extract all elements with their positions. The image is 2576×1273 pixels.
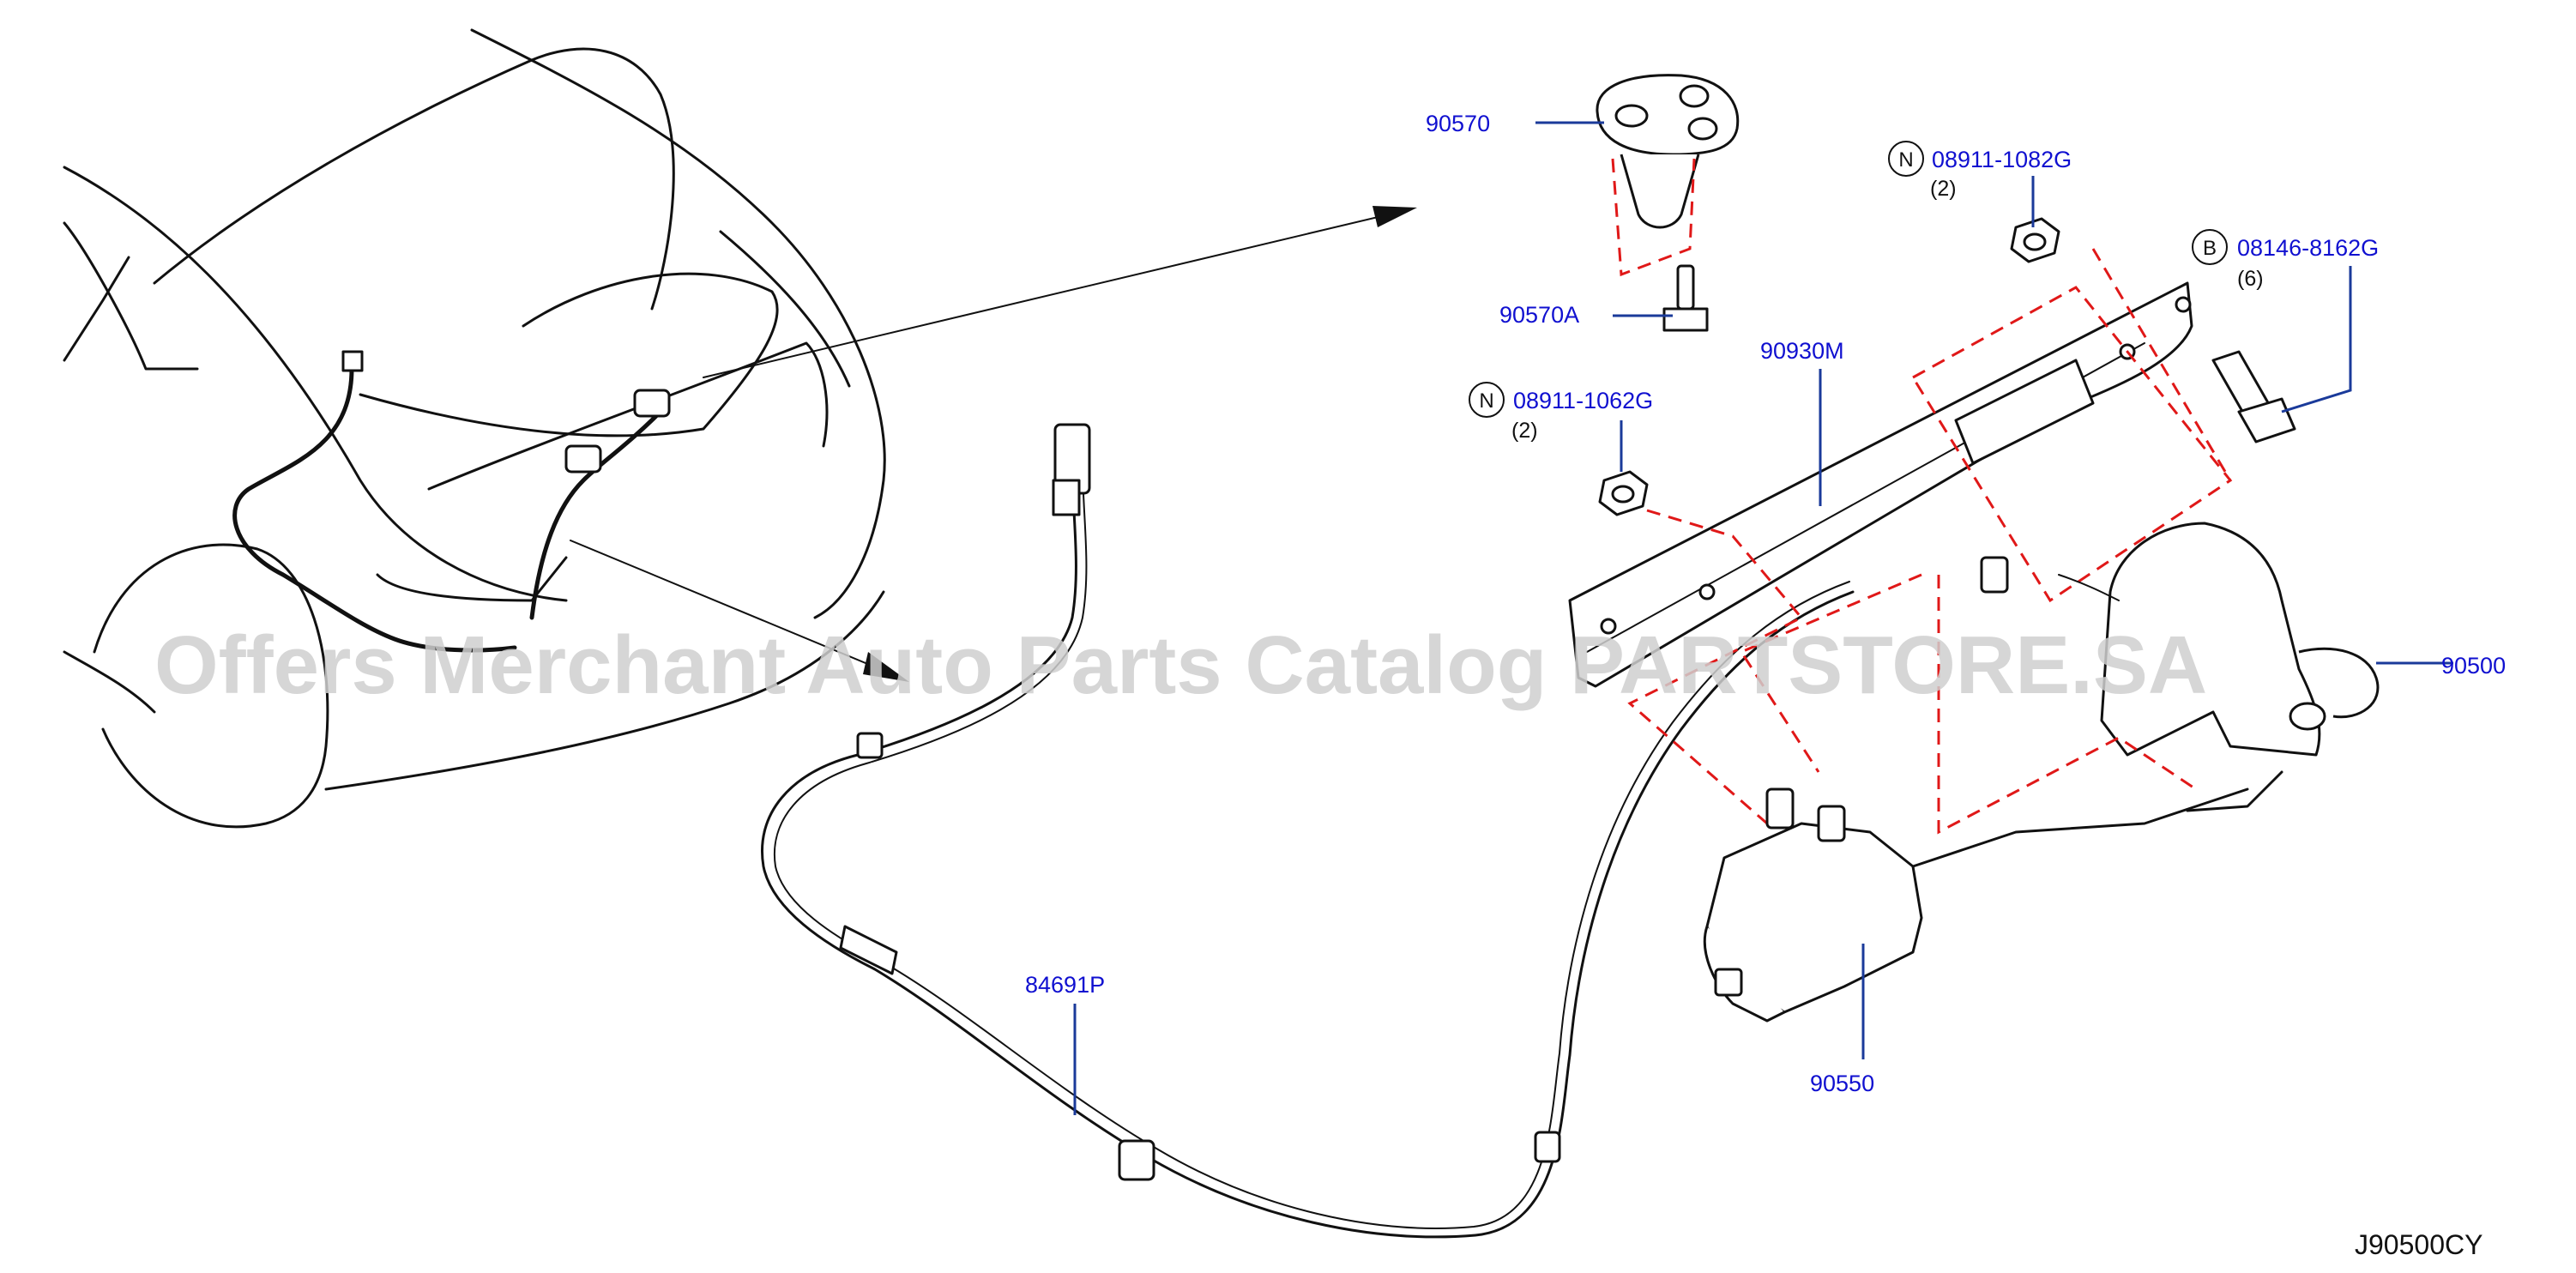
callout-84691P: 84691P bbox=[1025, 972, 1105, 1115]
quantity-label: (2) bbox=[1511, 419, 1538, 443]
badge-circle bbox=[2192, 229, 2228, 265]
alignment-bracket-lower bbox=[1627, 509, 1804, 825]
callout-08911-1082G: N 08911-1082G (2) bbox=[1888, 141, 2072, 227]
part-90930M-bracket bbox=[1568, 281, 2193, 688]
watermark-text: Offers Merchant Auto Parts Catalog PARTS… bbox=[154, 619, 2207, 711]
vehicle-rear-illustration bbox=[63, 28, 1417, 829]
callout-08146-8162G: B 08146-8162G (6) bbox=[2192, 229, 2379, 413]
badge-letter: N bbox=[1479, 389, 1493, 413]
alignment-latch bbox=[1937, 575, 2197, 835]
part-number-label: 90570A bbox=[1499, 302, 1579, 328]
callout-90500: 90500 bbox=[2376, 653, 2506, 679]
callout-90570A: 90570A bbox=[1499, 302, 1673, 328]
part-08911-1082G-nut bbox=[2010, 217, 2060, 263]
part-number-label: 84691P bbox=[1025, 972, 1105, 998]
alignment-90570 bbox=[1611, 158, 1696, 277]
part-number-label: 90570 bbox=[1426, 111, 1490, 136]
alignment-bolt bbox=[2091, 248, 2232, 481]
part-90500-latch bbox=[1980, 522, 2380, 812]
badge-circle bbox=[1469, 382, 1505, 418]
callout-90930M: 90930M bbox=[1760, 338, 1844, 506]
part-08911-1062G-nut bbox=[1598, 470, 1649, 516]
part-number-label: 08146-8162G bbox=[2237, 235, 2379, 261]
part-number-label: 90500 bbox=[2441, 653, 2506, 679]
part-08146-8162G-bolt bbox=[2211, 350, 2296, 443]
callout-90550: 90550 bbox=[1810, 944, 1874, 1096]
part-90550-actuator bbox=[1703, 787, 2249, 1023]
part-number-label: 90550 bbox=[1810, 1071, 1874, 1096]
release-cable bbox=[761, 423, 1855, 1239]
part-number-label: 90930M bbox=[1760, 338, 1844, 364]
alignment-actuator bbox=[1739, 573, 1922, 773]
part-number-label: 08911-1082G bbox=[1932, 147, 2072, 172]
quantity-label: (2) bbox=[1930, 177, 1957, 201]
badge-letter: B bbox=[2203, 237, 2217, 260]
badge-circle bbox=[1888, 141, 1924, 177]
part-number-label: 08911-1062G bbox=[1513, 388, 1653, 413]
quantity-label: (6) bbox=[2237, 267, 2264, 291]
badge-letter: N bbox=[1898, 148, 1913, 172]
callout-90570: 90570 bbox=[1426, 111, 1604, 136]
part-90570A-bolt bbox=[1662, 264, 1709, 332]
leader-line bbox=[2281, 266, 2352, 413]
part-90570-bracket bbox=[1596, 74, 1740, 229]
callout-08911-1062G: N 08911-1062G (2) bbox=[1469, 382, 1653, 472]
diagram-reference-code: J90500CY bbox=[2355, 1229, 2482, 1260]
